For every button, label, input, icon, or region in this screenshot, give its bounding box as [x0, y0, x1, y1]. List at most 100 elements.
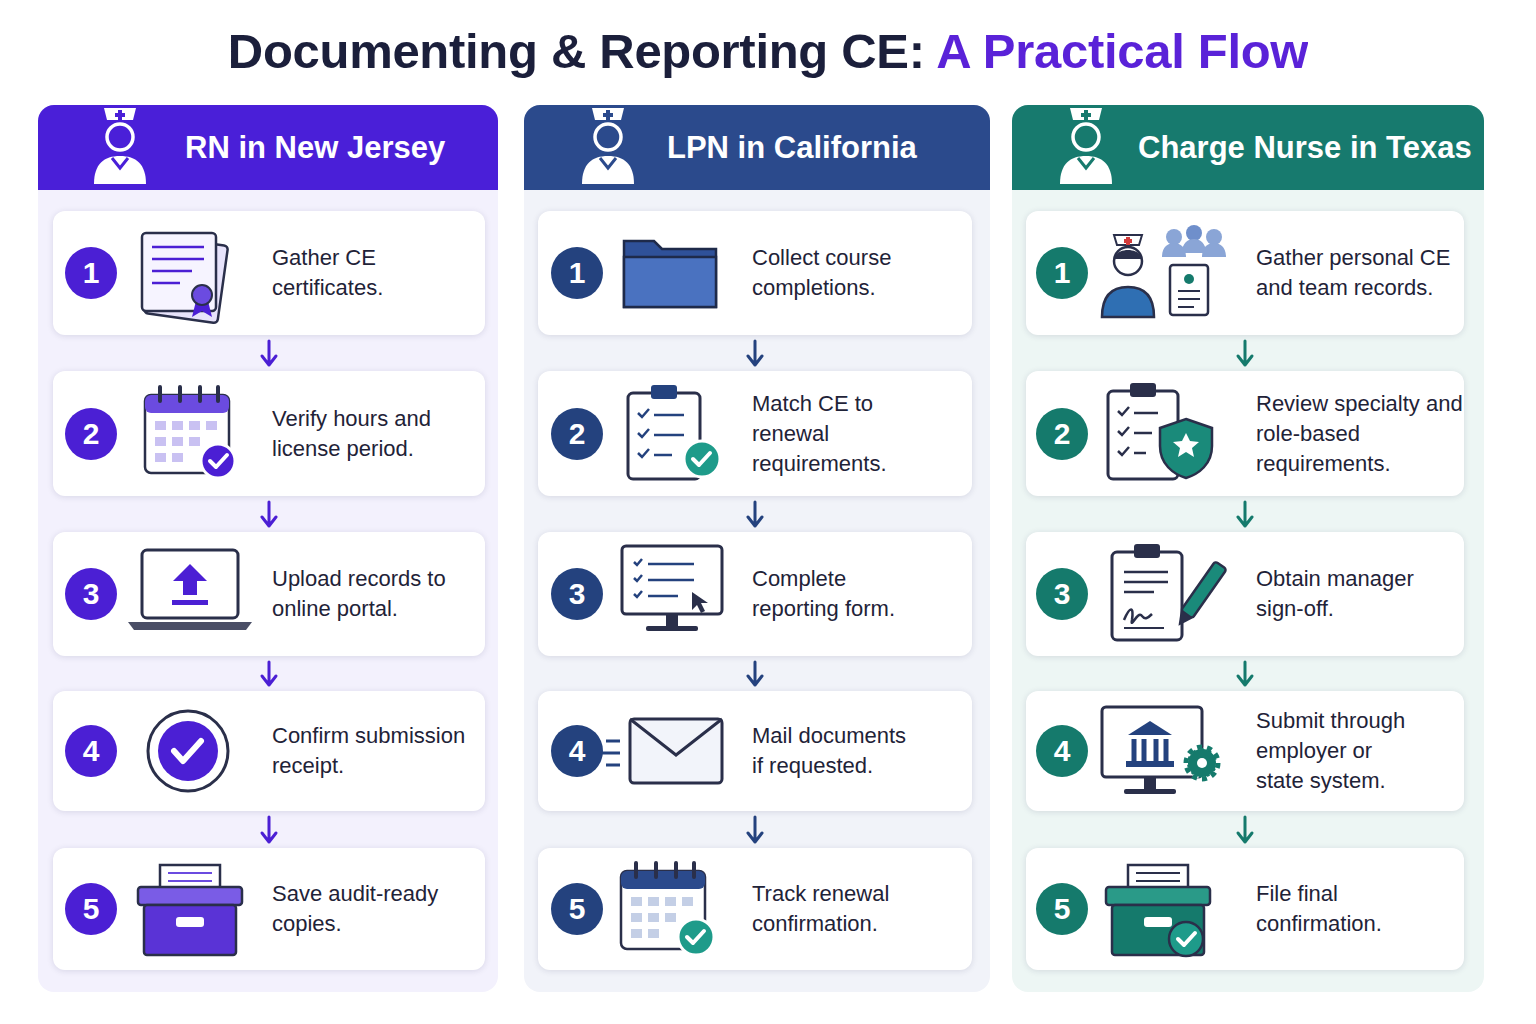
step-card: 4Confirm submission receipt.	[53, 691, 485, 811]
column-header-text: RN in New Jersey	[185, 105, 445, 190]
folder-icon	[624, 241, 716, 307]
calendar-icon	[155, 421, 217, 462]
monitor-bank-icon	[1128, 721, 1172, 735]
team-icon	[1114, 250, 1142, 259]
laptop-icon	[128, 550, 252, 630]
nurse-icon	[1070, 108, 1102, 120]
calendar-icon	[621, 871, 705, 949]
clipboard-icon	[628, 393, 700, 479]
archive-box-icon	[1128, 865, 1188, 895]
step-card: 3Complete reporting form.	[538, 532, 972, 656]
step-number: 2	[551, 408, 603, 460]
monitor-bank-icon	[1197, 758, 1207, 768]
archive-box-icon	[1136, 873, 1180, 881]
flow-arrow	[262, 817, 276, 842]
clipboard-icon	[651, 385, 677, 399]
team-icon	[1102, 225, 1226, 317]
archive-box-icon	[138, 887, 242, 905]
flow-arrow	[748, 662, 762, 685]
step-card: 4Submit through employer or state system…	[1026, 691, 1464, 811]
archive-box-icon	[144, 905, 236, 955]
step-card: 2 Match CE to renewal requirements.	[538, 371, 972, 496]
step-text: Match CE to renewal requirements.	[752, 371, 922, 496]
monitor-bank-icon	[1126, 761, 1174, 767]
nurse-icon	[94, 108, 146, 184]
clipboard-shield-icon	[1108, 391, 1178, 479]
nurse-icon	[1060, 156, 1112, 184]
flow-arrow	[748, 817, 762, 842]
team-icon	[1166, 229, 1182, 245]
step-text: Complete reporting form.	[752, 532, 922, 656]
laptop-icon	[172, 600, 208, 605]
signature-icon	[1124, 627, 1164, 629]
step-card: 5Save audit-ready copies.	[53, 848, 485, 970]
archive-box-icon	[1169, 922, 1203, 956]
step-text: Gather personal CE and team records.	[1256, 211, 1471, 335]
check-icon	[148, 711, 228, 791]
calendar-icon	[636, 863, 694, 877]
team-icon	[1186, 225, 1202, 241]
nurse-icon	[603, 110, 613, 120]
step-text: Track renewal confirmation.	[752, 848, 922, 970]
calendar-icon	[145, 387, 235, 478]
flow-arrow	[1238, 502, 1252, 526]
team-icon	[1114, 235, 1142, 245]
clipboard-shield-icon	[1130, 383, 1156, 397]
calendar-icon	[160, 387, 218, 401]
clipboard-shield-icon	[1108, 383, 1212, 479]
flow-arrow	[262, 341, 276, 365]
step-text: Review specialty and role-based requirem…	[1256, 371, 1471, 496]
calendar-icon	[145, 395, 229, 473]
step-number: 2	[65, 408, 117, 460]
swimlane-column: LPN in California1Collect course complet…	[524, 105, 990, 992]
column-header-text: Charge Nurse in Texas	[1138, 105, 1472, 190]
step-text: Gather CE certificates.	[272, 211, 477, 335]
calendar-icon	[678, 919, 714, 955]
diagram-title: Documenting & Reporting CE: A Practical …	[228, 20, 1308, 82]
flow-arrow	[1238, 817, 1252, 842]
archive-box-icon	[1144, 917, 1172, 927]
calendar-icon	[210, 455, 227, 467]
monitor-icon	[646, 626, 698, 631]
certificate-icon	[142, 233, 228, 323]
flow-arrow	[262, 502, 276, 526]
team-icon	[1178, 291, 1200, 307]
certificate-icon	[192, 285, 212, 305]
step-number: 1	[65, 247, 117, 299]
nurse-icon	[104, 108, 136, 120]
archive-box-icon	[176, 917, 204, 927]
swimlane-column: RN in New Jersey 1 Gather CE certificates.…	[38, 105, 498, 992]
monitor-icon	[634, 559, 694, 597]
calendar-icon	[621, 871, 705, 889]
step-number: 3	[1036, 568, 1088, 620]
archive-box-icon	[1112, 905, 1204, 955]
step-text: Save audit-ready copies.	[272, 848, 477, 970]
step-number: 2	[1036, 408, 1088, 460]
step-card: 3Upload records to online portal.	[53, 532, 485, 656]
step-text: Confirm submission receipt.	[272, 691, 477, 811]
nurse-icon	[94, 156, 146, 184]
calendar-icon	[145, 395, 229, 413]
nurse-icon	[595, 124, 621, 150]
monitor-bank-icon	[1124, 789, 1176, 794]
monitor-bank-icon	[1134, 739, 1166, 761]
envelope-icon	[630, 719, 722, 755]
envelope-icon	[600, 719, 722, 783]
step-card: 1Gather personal CE and team records.	[1026, 211, 1464, 335]
flow-arrow	[1238, 662, 1252, 685]
check-icon	[148, 711, 228, 791]
archive-box-icon	[1178, 933, 1195, 945]
monitor-icon	[666, 614, 678, 626]
calendar-icon	[687, 931, 704, 943]
signature-icon	[1112, 544, 1227, 640]
column-header-text: LPN in California	[667, 105, 917, 190]
archive-box-icon	[1106, 865, 1210, 956]
monitor-icon	[622, 546, 722, 614]
nurse-icon	[112, 158, 128, 168]
step-text: Obtain manager sign-off.	[1256, 532, 1461, 656]
monitor-bank-icon	[1187, 748, 1217, 778]
clipboard-icon	[628, 385, 720, 479]
step-text: Collect course completions.	[752, 211, 922, 335]
step-number: 5	[1036, 883, 1088, 935]
